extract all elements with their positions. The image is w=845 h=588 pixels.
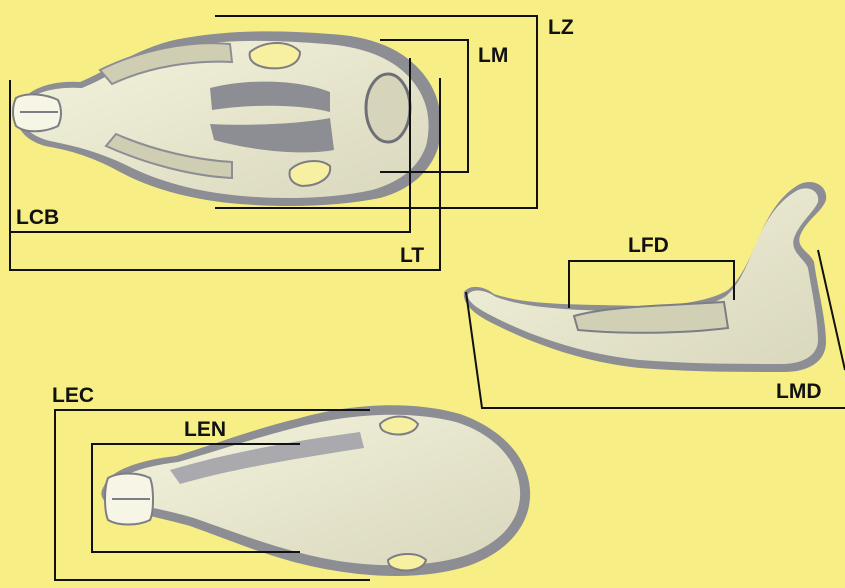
label-len: LEN bbox=[184, 418, 226, 441]
auditory-bulla bbox=[366, 74, 410, 142]
label-lec: LEC bbox=[52, 384, 94, 407]
orbit-opening-lower bbox=[388, 554, 426, 571]
orbit-opening-upper bbox=[380, 417, 418, 435]
label-lmd: LMD bbox=[776, 380, 822, 403]
label-lz: LZ bbox=[548, 16, 574, 39]
label-lm: LM bbox=[478, 44, 508, 67]
label-lcb: LCB bbox=[16, 206, 59, 229]
label-lt: LT bbox=[400, 244, 424, 267]
zygomatic-opening-upper bbox=[250, 43, 300, 68]
label-lfd: LFD bbox=[628, 234, 669, 257]
